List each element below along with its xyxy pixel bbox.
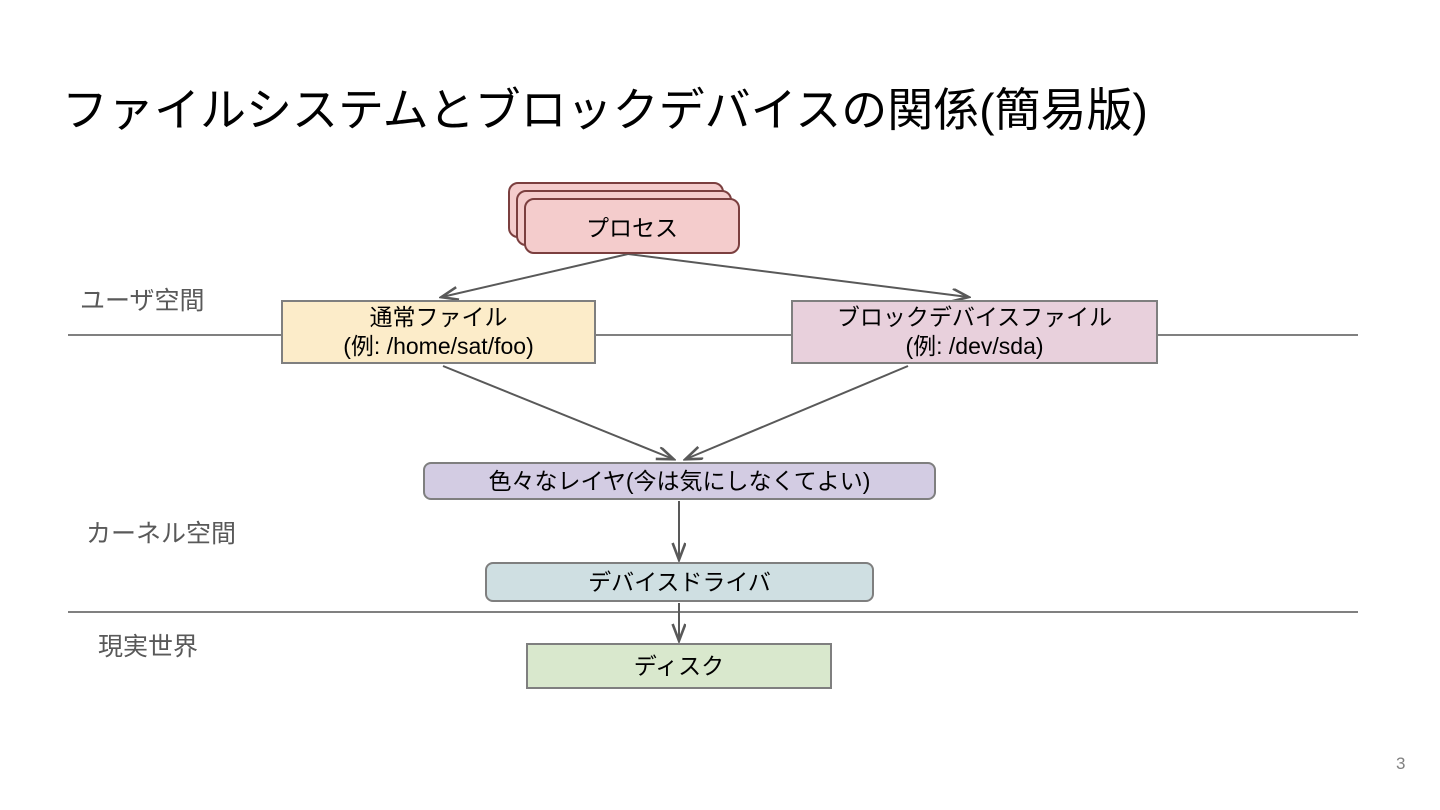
zone-label-user-space: ユーザ空間	[80, 287, 205, 315]
divider-kernel-real	[68, 611, 1358, 613]
node-regular-file[interactable]: 通常ファイル (例: /home/sat/foo)	[281, 300, 596, 364]
edge-blockdev-file-to-layers	[686, 365, 909, 459]
zone-label-real-world: 現実世界	[98, 633, 199, 661]
node-various-layers[interactable]: 色々なレイヤ(今は気にしなくてよい)	[423, 462, 936, 500]
node-disk[interactable]: ディスク	[526, 643, 832, 689]
node-block-device-file-label-line2: (例: /dev/sda)	[905, 333, 1044, 359]
node-device-driver[interactable]: デバイスドライバ	[485, 562, 874, 602]
divider-user-kernel	[68, 334, 1358, 336]
edge-process-to-blockdev-file	[627, 253, 968, 297]
zone-label-kernel-space: カーネル空間	[86, 520, 237, 548]
edge-process-to-regular-file	[442, 253, 629, 297]
node-block-device-file-label-line1: ブロックデバイスファイル	[836, 304, 1113, 330]
page-number: 3	[1396, 754, 1406, 773]
node-disk-label: ディスク	[633, 652, 725, 679]
node-regular-file-label-line2: (例: /home/sat/foo)	[343, 333, 534, 359]
node-device-driver-label: デバイスドライバ	[588, 568, 771, 595]
node-block-device-file[interactable]: ブロックデバイスファイル (例: /dev/sda)	[791, 300, 1158, 364]
node-process-label: プロセス	[586, 215, 678, 241]
node-process[interactable]: プロセス	[508, 182, 740, 254]
edge-regular-file-to-layers	[442, 365, 673, 459]
node-regular-file-label-line1: 通常ファイル	[369, 304, 508, 330]
node-various-layers-label: 色々なレイヤ(今は気にしなくてよい)	[488, 467, 871, 494]
process-card-front[interactable]: プロセス	[524, 198, 740, 254]
page-title: ファイルシステムとブロックデバイスの関係(簡易版)	[62, 84, 1148, 136]
